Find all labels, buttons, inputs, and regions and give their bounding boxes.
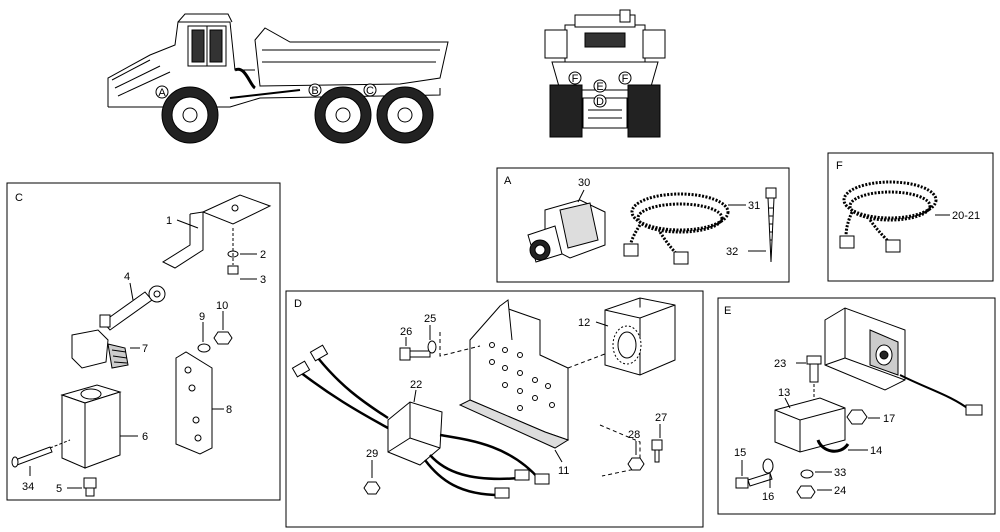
section-e-label: E [724, 305, 731, 317]
part-11: 11 [558, 465, 569, 477]
part-30: 30 [578, 177, 590, 189]
part-6: 6 [142, 431, 148, 443]
part-12: 12 [578, 317, 590, 329]
part-31: 31 [748, 200, 760, 212]
section-f: F 20-21 [827, 152, 994, 282]
rear-wheel [376, 86, 434, 144]
part-8: 8 [226, 404, 232, 416]
section-a: A 30 31 32 [496, 167, 790, 283]
part-24: 24 [834, 485, 846, 497]
part-26: 26 [400, 326, 412, 338]
part-28: 28 [628, 429, 640, 441]
part-10: 10 [216, 300, 228, 312]
part-14: 14 [870, 445, 882, 457]
part-15: 15 [734, 447, 746, 459]
marker-c: C [366, 85, 374, 97]
section-c: C 1 2 3 4 [6, 182, 281, 501]
part-27: 27 [655, 412, 667, 424]
truck-rear-view [544, 9, 666, 138]
part-9: 9 [199, 311, 205, 323]
part-29: 29 [366, 448, 378, 460]
middle-wheel [314, 86, 372, 144]
section-e: E 23 13 14 [717, 297, 996, 515]
marker-e: E [596, 81, 603, 93]
marker-a: A [158, 87, 166, 99]
part-20-21: 20-21 [952, 210, 980, 222]
section-d: D 11 12 [285, 290, 704, 528]
marker-f-left: F [572, 73, 579, 85]
part-3: 3 [260, 274, 266, 286]
part-23: 23 [774, 358, 786, 370]
section-f-label: F [836, 160, 843, 172]
marker-b: B [311, 85, 318, 97]
truck-side-view [107, 13, 449, 144]
marker-d: D [596, 96, 604, 108]
side-view-markers: A B C [155, 83, 377, 99]
part-7: 7 [142, 343, 148, 355]
part-33: 33 [834, 467, 846, 479]
part-34: 34 [22, 481, 34, 493]
part-2: 2 [260, 249, 266, 261]
marker-f-right: F [622, 73, 629, 85]
part-22: 22 [410, 379, 422, 391]
part-5: 5 [56, 483, 62, 495]
part-17: 17 [883, 413, 895, 425]
part-25: 25 [424, 313, 436, 325]
part-16: 16 [762, 491, 774, 503]
part-4: 4 [124, 271, 130, 283]
rear-view-markers: F E F D [568, 71, 632, 108]
part-1: 1 [166, 215, 172, 227]
section-a-label: A [504, 175, 512, 187]
section-d-label: D [294, 298, 302, 310]
section-c-label: C [15, 192, 23, 204]
front-wheel [161, 86, 219, 144]
part-32: 32 [726, 246, 738, 258]
part-13: 13 [778, 387, 790, 399]
